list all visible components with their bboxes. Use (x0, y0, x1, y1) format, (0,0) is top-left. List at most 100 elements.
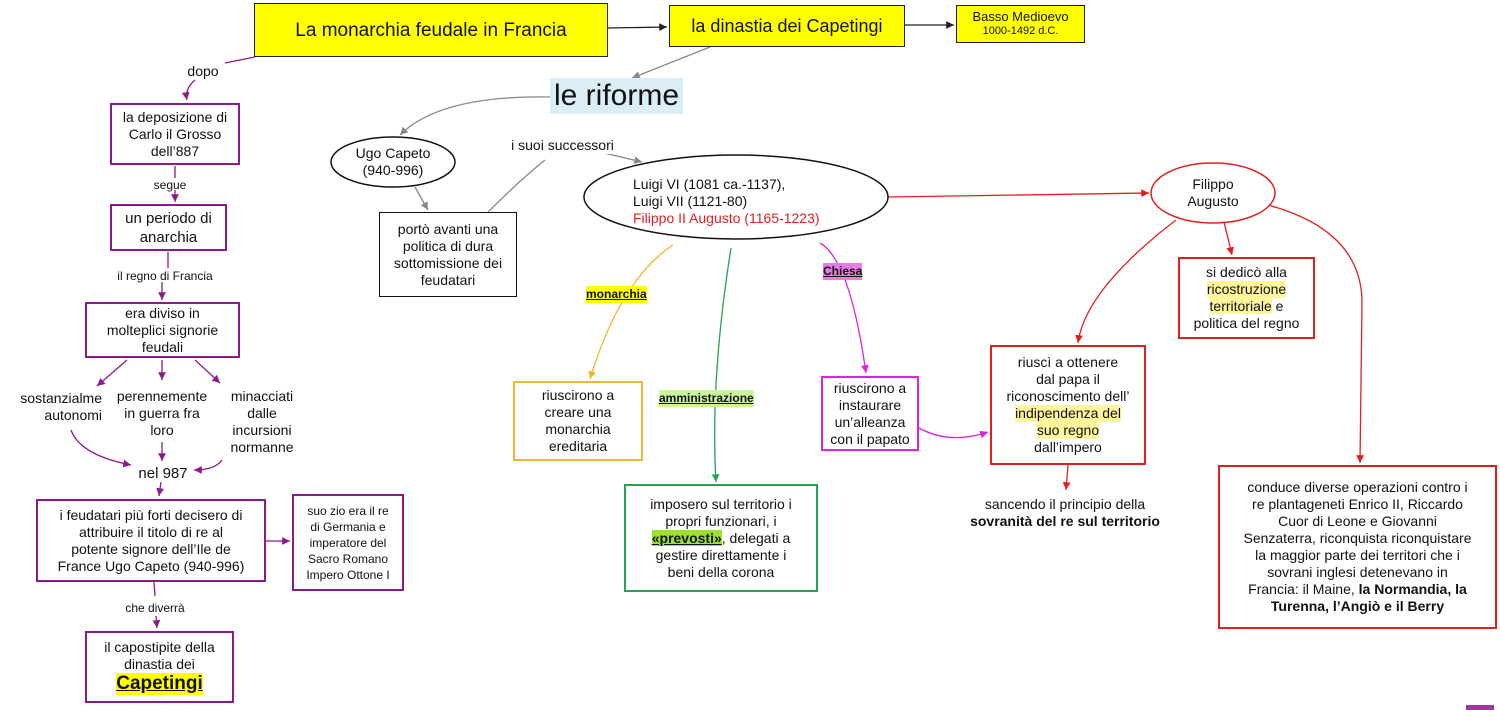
line: Impero Ottone I (306, 567, 390, 582)
line: sostanzialme (20, 390, 102, 406)
line: si dedicò alla (1206, 264, 1287, 280)
line: era diviso in (125, 304, 200, 321)
line: attribuire il titolo di re al (79, 523, 223, 540)
line: molteplici signorie (106, 321, 219, 338)
bold-line: la Normandia, la (1358, 581, 1467, 597)
line: imposero sul territorio i (650, 495, 792, 512)
line: Sacro Romano (307, 551, 389, 566)
filippo-ellipse (1150, 162, 1276, 224)
line: loro (150, 422, 174, 438)
prevosti-highlight: «prevosti» (651, 529, 722, 546)
line: la maggior parte dei territori che i (1255, 547, 1460, 563)
line: il capostipite della (104, 639, 215, 655)
line: dall’impero (1034, 439, 1102, 455)
line: con il papato (830, 430, 910, 447)
line: , delegati a (721, 529, 791, 546)
reforms-text: le riforme (553, 79, 680, 112)
line: e (1271, 298, 1284, 314)
line: feudatari (420, 271, 476, 288)
line: monarchia (545, 421, 611, 437)
line: di Germania e (310, 519, 386, 534)
line: riuscirono a (833, 379, 907, 396)
line: Carlo il Grosso (128, 125, 222, 142)
line: un’alleanza (834, 413, 906, 430)
dopo-label: dopo (187, 63, 219, 79)
line: Cuor di Leone e Giovanni (1278, 513, 1437, 529)
line: incursioni (232, 422, 292, 438)
period-label: Basso Medioevo (972, 9, 1069, 24)
highlight: territoriale (1209, 298, 1272, 314)
bold-line: Turenna, l’Angiò e il Berry (1270, 598, 1445, 614)
dynasty: la dinastia dei Capetingi (691, 15, 883, 36)
segue-label: segue (153, 178, 187, 192)
line: sovrani inglesi detenevano in (1267, 564, 1448, 580)
line: la deposizione di (122, 108, 228, 125)
line: riuscirono a (541, 387, 615, 403)
kings-list: Luigi VI (1081 ca.-1137),Luigi VII (1121… (633, 176, 863, 227)
line: instaurare (838, 396, 902, 413)
line: dell’887 (150, 142, 200, 159)
line: i feudatari più forti decisero di (59, 506, 243, 523)
line: minacciati (230, 388, 294, 404)
ugo-node: Ugo Capeto(940-996) (331, 140, 455, 184)
line: suo zio era il re (307, 503, 389, 518)
line: conduce diverse operazioni contro i (1247, 479, 1468, 495)
slide-marker (1466, 705, 1494, 710)
nel987-label: nel 987 (138, 465, 188, 482)
line: Francia: il Maine, (1248, 581, 1359, 597)
line: politica del regno (1193, 315, 1300, 331)
line: re plantageneti Enrico II, Riccardo (1252, 496, 1463, 512)
king-filippo: Filippo II Augusto (1165-1223) (633, 210, 820, 226)
line: Augusto (1187, 193, 1239, 209)
diverra-label: che diverrà (125, 601, 185, 615)
successors-ellipse (583, 154, 889, 240)
title: La monarchia feudale in Francia (295, 19, 567, 41)
line: propri funzionari, i (665, 512, 777, 529)
capetingi-highlight: Capetingi (116, 673, 203, 695)
line: dalle (247, 405, 277, 421)
line: gestire direttamente i (655, 546, 787, 563)
line: politica di dura (402, 237, 494, 254)
line: beni della corona (667, 563, 775, 580)
line: dal papa il (1036, 371, 1100, 387)
reforms-heading: le riforme (550, 78, 683, 114)
amministrazione-label: amministrazione (659, 390, 754, 407)
line: riuscì a ottenere (1017, 354, 1119, 370)
title-box: La monarchia feudale in Francia (254, 3, 608, 57)
line: riconoscimento dell’ (1006, 388, 1130, 404)
line: un periodo di (125, 209, 212, 227)
line: Senzaterra, riconquista riconquistare (1243, 530, 1472, 546)
line: Filippo (1192, 176, 1234, 192)
line: feudali (141, 338, 184, 355)
ugo-ellipse (330, 136, 456, 188)
line: normanne (230, 439, 294, 455)
king: Luigi VI (1081 ca.-1137), (633, 176, 786, 192)
line: in guerra fra (124, 405, 200, 421)
monarchia-label: monarchia (586, 286, 647, 303)
regno-label: il regno di Francia (117, 269, 213, 283)
dynasty-box: la dinastia dei Capetingi (669, 5, 905, 47)
chiesa-label: Chiesa (823, 263, 863, 280)
line: sovranità del re sul territorio (970, 513, 1160, 529)
line: dinastia dei (124, 656, 195, 672)
